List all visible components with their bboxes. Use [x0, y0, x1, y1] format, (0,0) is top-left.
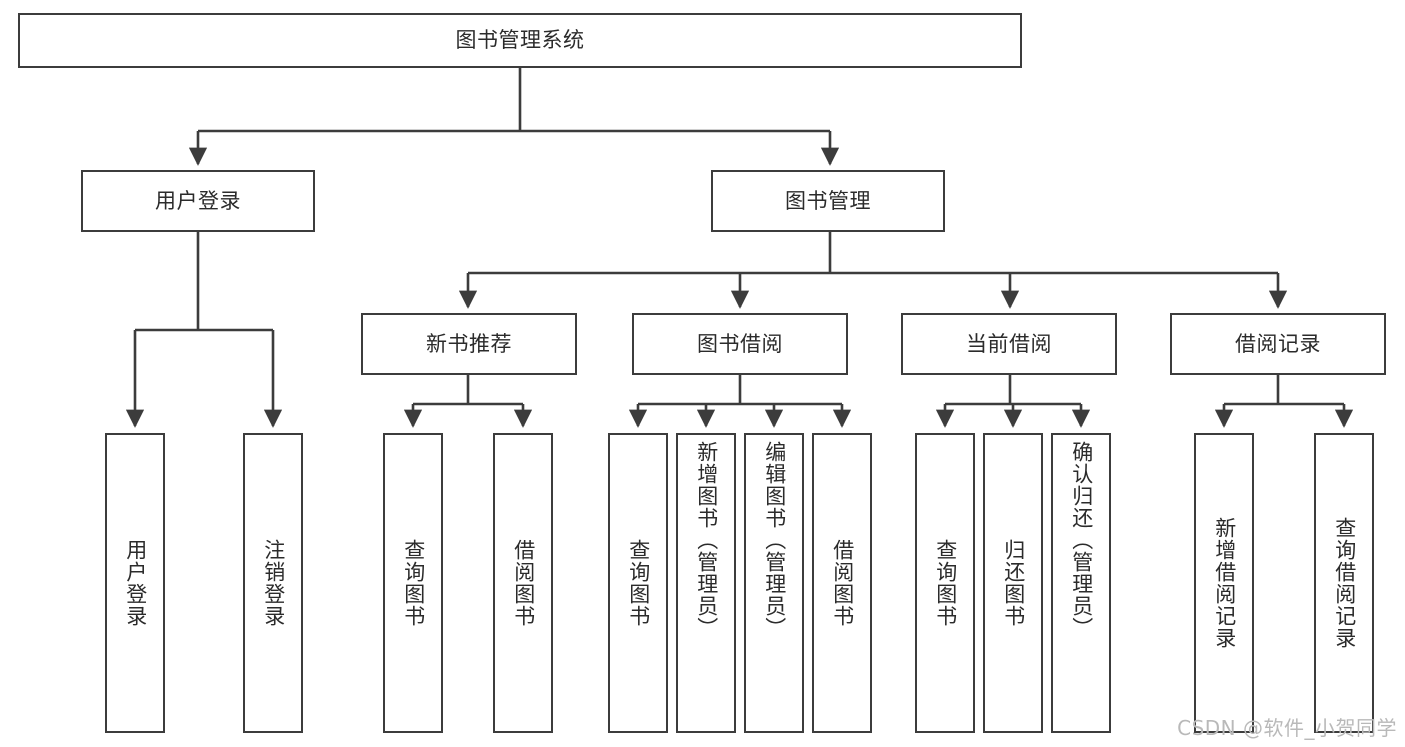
leaf-current-return-book-label: 归还图书	[1001, 539, 1026, 627]
watermark: CSDN @软件_小贺同学	[1177, 716, 1397, 740]
leaf-borrow-query-book[interactable]: 查询图书	[608, 433, 668, 733]
node-user-login-label: 用户登录	[155, 188, 241, 213]
node-root-label: 图书管理系统	[455, 28, 585, 53]
leaf-record-add[interactable]: 新增借阅记录	[1194, 433, 1254, 733]
leaf-new-book-borrow[interactable]: 借阅图书	[493, 433, 553, 733]
node-current-borrow-label: 当前借阅	[966, 331, 1052, 356]
node-new-book-recommend-label: 新书推荐	[426, 331, 512, 356]
leaf-new-book-query-label: 查询图书	[401, 539, 426, 627]
leaf-borrow-edit-book[interactable]: 编辑图书（管理员）	[744, 433, 804, 733]
leaf-new-book-query[interactable]: 查询图书	[383, 433, 443, 733]
leaf-current-confirm-return-label: 确认归还（管理员）	[1069, 441, 1094, 639]
leaf-record-query-label: 查询借阅记录	[1332, 517, 1357, 649]
leaf-user-login-login-label: 用户登录	[123, 539, 148, 627]
leaf-record-query[interactable]: 查询借阅记录	[1314, 433, 1374, 733]
node-book-management-label: 图书管理	[785, 188, 871, 213]
leaf-current-return-book[interactable]: 归还图书	[983, 433, 1043, 733]
node-borrow-record-label: 借阅记录	[1235, 331, 1321, 356]
node-book-management[interactable]: 图书管理	[711, 170, 945, 232]
leaf-user-login-logout[interactable]: 注销登录	[243, 433, 303, 733]
leaf-borrow-add-book[interactable]: 新增图书（管理员）	[676, 433, 736, 733]
leaf-current-query-book[interactable]: 查询图书	[915, 433, 975, 733]
node-current-borrow[interactable]: 当前借阅	[901, 313, 1117, 375]
leaf-current-confirm-return[interactable]: 确认归还（管理员）	[1051, 433, 1111, 733]
node-new-book-recommend[interactable]: 新书推荐	[361, 313, 577, 375]
leaf-borrow-add-book-label: 新增图书（管理员）	[694, 441, 719, 639]
leaf-new-book-borrow-label: 借阅图书	[511, 539, 536, 627]
node-user-login[interactable]: 用户登录	[81, 170, 315, 232]
leaf-user-login-login[interactable]: 用户登录	[105, 433, 165, 733]
node-root[interactable]: 图书管理系统	[18, 13, 1022, 68]
leaf-record-add-label: 新增借阅记录	[1212, 517, 1237, 649]
node-book-borrow-label: 图书借阅	[697, 331, 783, 356]
leaf-borrow-borrow-book[interactable]: 借阅图书	[812, 433, 872, 733]
leaf-borrow-edit-book-label: 编辑图书（管理员）	[762, 441, 787, 639]
node-borrow-record[interactable]: 借阅记录	[1170, 313, 1386, 375]
leaf-user-login-logout-label: 注销登录	[261, 539, 286, 627]
leaf-current-query-book-label: 查询图书	[933, 539, 958, 627]
leaf-borrow-borrow-book-label: 借阅图书	[830, 539, 855, 627]
leaf-borrow-query-book-label: 查询图书	[626, 539, 651, 627]
node-book-borrow[interactable]: 图书借阅	[632, 313, 848, 375]
